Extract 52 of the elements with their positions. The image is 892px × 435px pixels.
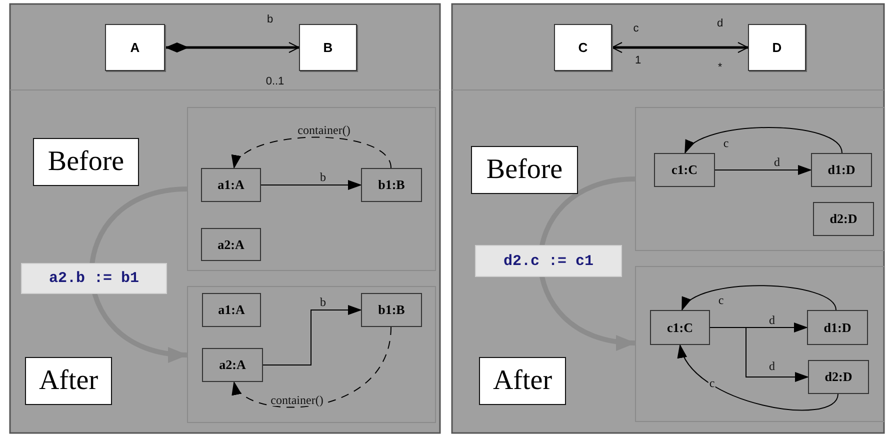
link-arrow [681,285,836,311]
edge-label: container() [270,394,324,406]
object-box: a1:A [202,293,261,327]
code-label: a2.b := b1 [21,263,167,294]
reference-arrow [234,326,392,408]
stage-label: Before [33,138,139,186]
multiplicity: 0..1 [266,76,284,88]
role-name: d [716,18,724,30]
state-frame [187,286,436,423]
link-arrow [680,344,838,411]
transition-arrow [89,186,188,361]
object-box: b1:B [361,168,422,202]
object-box: c1:C [650,310,710,345]
object-box: a2:A [202,348,263,382]
object-box: d2:D [808,360,869,394]
link-arrow [684,127,842,154]
role-name: b [266,14,274,26]
stage-label: After [25,357,112,405]
state-frame [635,266,885,422]
link-arrow [262,305,362,366]
object-box: a1:A [201,168,261,202]
role-name: c [633,24,639,34]
transition-arrow [538,176,636,349]
code-label: d2.c := c1 [475,245,622,277]
edge-label: b [319,171,327,183]
link-arrow [260,180,362,190]
object-box: d2:D [813,202,874,236]
edge-label: container() [296,124,352,136]
link-arrow [710,327,809,382]
stage-label: Before [471,146,578,194]
reference-arrow [234,136,392,169]
object-box: c1:C [654,153,715,187]
object-box: d1:D [807,310,868,345]
link-arrow [714,165,812,175]
edge-label: d [773,156,781,168]
edge-label: b [319,296,327,308]
edge-label: d [768,314,776,326]
object-box: a2:A [201,228,261,261]
state-frame [187,107,436,271]
multiplicity: 1 [634,56,642,66]
class-box: A [105,24,165,71]
multiplicity: * [718,62,722,74]
association-arrow [612,42,748,53]
object-box: d1:D [811,153,872,187]
stage-label: After [479,357,566,405]
class-box: C [554,24,612,71]
object-box: b1:B [361,293,422,327]
state-frame [635,107,885,251]
composition-arrow [165,42,300,53]
edge-label: d [768,360,776,372]
class-box: B [299,24,357,71]
class-box: D [748,24,806,71]
